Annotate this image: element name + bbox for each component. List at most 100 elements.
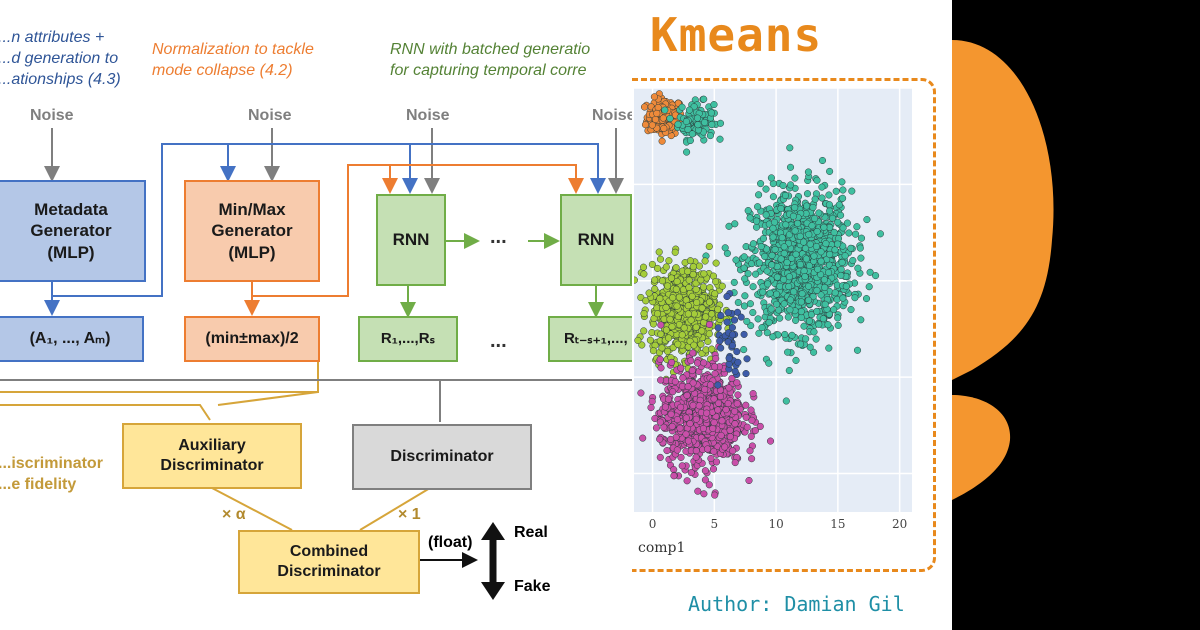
scatter-point xyxy=(701,467,709,475)
scatter-point xyxy=(682,117,690,126)
scatter-point xyxy=(797,298,805,306)
ellipsis-records: ... xyxy=(490,330,507,352)
scatter-point xyxy=(755,259,763,267)
scatter-point xyxy=(700,270,708,278)
scatter-point xyxy=(748,455,756,463)
scatter-point xyxy=(805,317,814,325)
scatter-point xyxy=(711,363,719,371)
scatter-point xyxy=(655,248,663,256)
scatter-point xyxy=(749,240,757,248)
scatter-point xyxy=(667,274,676,282)
scatter-point xyxy=(698,304,706,312)
scatter-point xyxy=(803,202,811,210)
discriminator-box: Discriminator xyxy=(352,424,532,490)
scatter-point xyxy=(686,136,694,145)
scatter-point xyxy=(701,385,709,393)
scatter-point xyxy=(796,232,804,240)
scatter-point xyxy=(653,109,661,117)
scatter-point xyxy=(768,261,776,269)
scatter-point xyxy=(677,453,685,461)
scatter-point xyxy=(791,227,799,235)
scatter-point xyxy=(758,324,766,332)
scatter-point xyxy=(806,240,814,248)
scatter-point xyxy=(737,313,745,321)
scatter-point xyxy=(724,399,732,408)
scatter-point xyxy=(664,347,672,355)
noise-label-metadata: Noise xyxy=(30,107,74,124)
x-tick-label: 15 xyxy=(830,517,845,531)
scatter-point xyxy=(784,348,792,356)
scatter-point xyxy=(693,298,701,307)
scatter-point xyxy=(668,358,676,366)
scatter-point xyxy=(721,443,729,451)
scatter-point xyxy=(668,323,676,331)
scatter-point xyxy=(709,465,718,473)
scatter-point xyxy=(813,227,821,236)
scatter-point xyxy=(684,125,692,134)
scatter-point xyxy=(704,337,712,345)
scatter-point xyxy=(640,327,648,335)
scatter-point xyxy=(863,216,871,224)
scatter-point xyxy=(759,234,768,243)
note-rnn: RNN with batched generatio for capturing… xyxy=(390,41,591,79)
scatter-point xyxy=(658,344,666,352)
orange-blob-top xyxy=(952,40,1054,380)
scatter-point xyxy=(656,255,665,263)
scatter-point xyxy=(687,357,695,365)
scatter-point xyxy=(853,346,862,354)
scatter-point xyxy=(853,223,861,231)
scatter-point xyxy=(714,399,723,407)
scatter-point xyxy=(824,321,832,329)
scatter-point xyxy=(642,297,650,305)
scatter-point xyxy=(821,283,829,292)
scatter-point xyxy=(772,290,781,298)
scatter-point xyxy=(657,376,665,384)
scatter-point xyxy=(832,187,840,195)
scatter-point xyxy=(767,305,775,313)
scatter-point xyxy=(709,424,717,433)
scatter-point xyxy=(747,432,755,440)
scatter-point xyxy=(826,250,834,258)
scatter-point xyxy=(752,223,761,231)
scatter-point xyxy=(718,282,726,290)
note-aux-discriminator: ...iscriminator ...e fidelity xyxy=(0,455,103,493)
scatter-point xyxy=(652,424,660,432)
scatter-point xyxy=(673,302,681,310)
scatter-point xyxy=(805,282,813,290)
scatter-point xyxy=(785,366,793,375)
scatter-point xyxy=(695,262,703,270)
fake-label: Fake xyxy=(514,578,551,595)
scatter-point xyxy=(689,379,697,387)
scatter-point xyxy=(765,359,773,367)
scatter-point xyxy=(733,348,741,356)
minmax-generator-box: Min/Max Generator (MLP) xyxy=(184,180,320,282)
scatter-point xyxy=(684,267,692,275)
scatter-point xyxy=(660,124,668,132)
scatter-point xyxy=(809,203,817,211)
scatter-point xyxy=(728,324,736,332)
scatter-point xyxy=(757,242,765,251)
scatter-point xyxy=(798,290,806,298)
scatter-point xyxy=(745,476,753,485)
combined-discriminator-box: Combined Discriminator xyxy=(238,530,420,594)
scatter-point xyxy=(686,257,694,265)
scatter-point xyxy=(717,344,725,352)
scatter-point xyxy=(653,310,662,318)
scatter-point xyxy=(684,437,692,445)
scatter-point xyxy=(810,252,818,260)
scatter-point xyxy=(731,220,739,228)
scatter-point xyxy=(670,472,678,480)
scatter-point xyxy=(769,224,777,232)
scatter-point xyxy=(808,222,816,230)
scatter-point xyxy=(698,327,706,335)
scatter-point xyxy=(638,341,646,349)
scatter-point xyxy=(710,101,718,109)
x-tick-label: 10 xyxy=(768,517,783,531)
scatter-point xyxy=(780,300,788,308)
scatter-point xyxy=(802,255,810,263)
noise-label-minmax: Noise xyxy=(248,107,292,124)
scatter-point xyxy=(656,294,664,303)
scatter-point xyxy=(773,300,781,308)
